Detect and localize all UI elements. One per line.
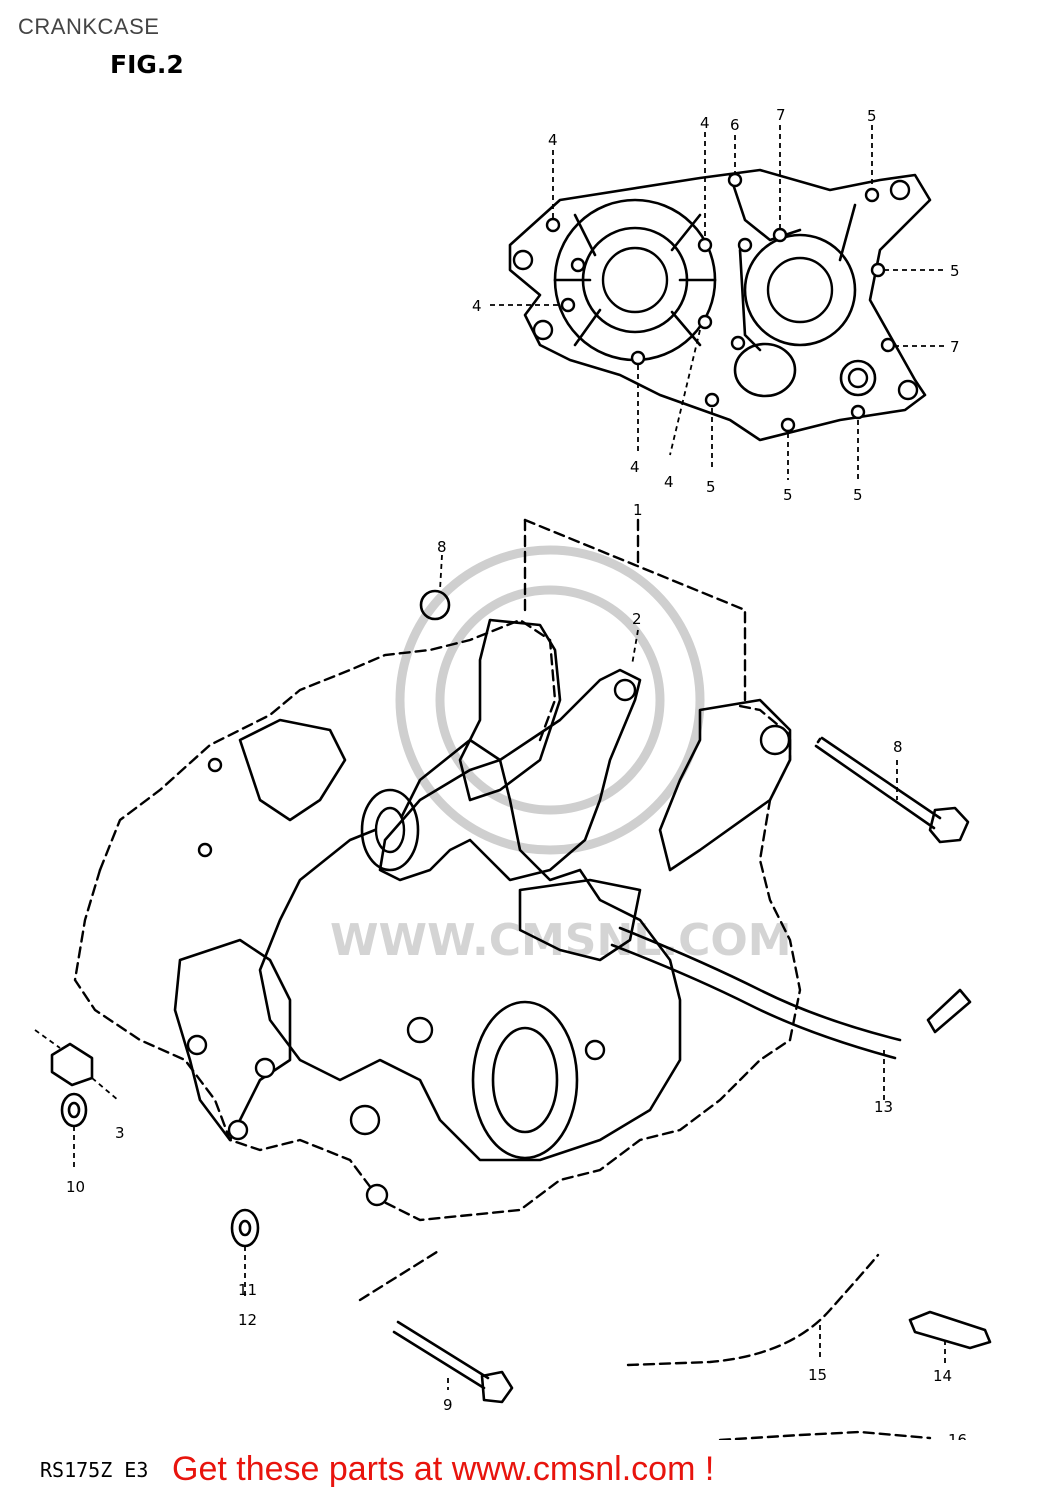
gasket[interactable]: 2 bbox=[378, 610, 642, 882]
callout-7[interactable]: 7 bbox=[776, 106, 786, 124]
watermark-text: WWW.CMSNL.COM bbox=[330, 915, 792, 966]
callout-5[interactable]: 5 bbox=[853, 486, 863, 504]
callout-11[interactable]: 11 bbox=[238, 1281, 257, 1299]
gear-shaft-housing bbox=[743, 233, 857, 347]
callout-4[interactable]: 4 bbox=[472, 297, 482, 315]
callout-15[interactable]: 15 bbox=[808, 1366, 827, 1384]
hose-15[interactable]: 15 bbox=[626, 1253, 880, 1384]
mount-hole bbox=[532, 319, 554, 341]
upper-leaders bbox=[490, 125, 945, 480]
mount-hole bbox=[889, 179, 911, 201]
callout-4[interactable]: 4 bbox=[664, 473, 674, 491]
callout-1[interactable]: 1 bbox=[633, 501, 643, 519]
part-16[interactable]: 16 bbox=[718, 1430, 967, 1440]
callout-5[interactable]: 5 bbox=[950, 262, 960, 280]
callout-2[interactable]: 2 bbox=[632, 610, 642, 628]
oring-10[interactable]: 10 bbox=[60, 1092, 88, 1196]
washer-11[interactable]: 11 12 bbox=[230, 1208, 260, 1329]
plug-8[interactable]: 8 bbox=[419, 538, 451, 621]
callout-3[interactable]: 3 bbox=[115, 1124, 125, 1142]
part-1-bracket: 1 bbox=[523, 501, 747, 702]
callout-8[interactable]: 8 bbox=[893, 738, 903, 756]
crank-bearing-bore-lower bbox=[471, 1000, 579, 1160]
crank-bearing-bore bbox=[601, 246, 669, 314]
figure-label: FIG.2 bbox=[110, 50, 184, 79]
model-code: RS175Z E3 bbox=[40, 1458, 149, 1482]
callout-6[interactable]: 6 bbox=[730, 116, 740, 134]
crankcase-assembly[interactable] bbox=[73, 618, 802, 1222]
bolt-9[interactable]: 9 bbox=[358, 1248, 514, 1414]
watermark: WWW.CMSNL.COM bbox=[330, 545, 792, 966]
callout-13[interactable]: 13 bbox=[874, 1098, 893, 1116]
callout-14[interactable]: 14 bbox=[933, 1367, 952, 1385]
callout-5[interactable]: 5 bbox=[783, 486, 793, 504]
upper-holes bbox=[545, 172, 896, 433]
promo-link[interactable]: Get these parts at www.cmsnl.com ! bbox=[172, 1450, 715, 1488]
callout-4[interactable]: 4 bbox=[548, 131, 558, 149]
callout-9[interactable]: 9 bbox=[443, 1396, 453, 1414]
hose-13[interactable]: 13 bbox=[610, 926, 972, 1116]
callout-4[interactable]: 4 bbox=[700, 114, 710, 132]
bolt-8[interactable]: 8 bbox=[814, 736, 970, 844]
callout-5[interactable]: 5 bbox=[867, 107, 877, 125]
gear-shaft-bore bbox=[766, 256, 834, 324]
clamp-14[interactable]: 14 bbox=[908, 1310, 992, 1385]
page-title: CRANKCASE bbox=[18, 14, 160, 39]
callout-12[interactable]: 12 bbox=[238, 1311, 257, 1329]
callout-7[interactable]: 7 bbox=[950, 338, 960, 356]
callout-5[interactable]: 5 bbox=[706, 478, 716, 496]
mount-hole bbox=[512, 249, 534, 271]
mount-hole bbox=[897, 379, 919, 401]
callout-8[interactable]: 8 bbox=[437, 538, 447, 556]
callout-16[interactable]: 16 bbox=[948, 1431, 967, 1440]
callout-10[interactable]: 10 bbox=[66, 1178, 85, 1196]
upper-callouts: 4 4 6 7 5 5 4 7 4 4 5 5 5 bbox=[472, 106, 960, 504]
dowel-3[interactable]: 3 bbox=[34, 1029, 125, 1142]
crankcase-exploded-diagram: WWW.CMSNL.COM bbox=[34, 106, 992, 1440]
callout-4[interactable]: 4 bbox=[630, 458, 640, 476]
